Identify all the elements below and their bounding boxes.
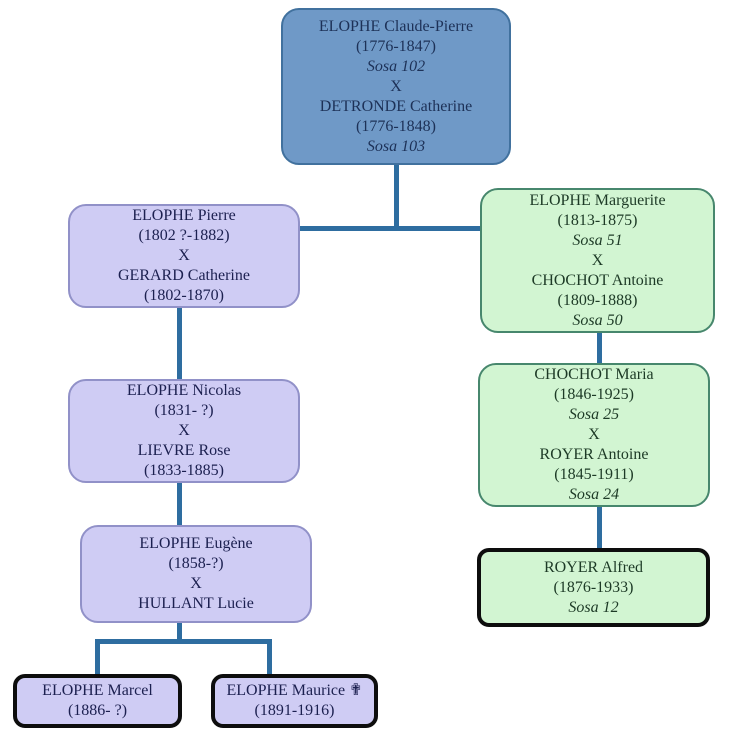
person-node-elophe-marguerite[interactable]: ELOPHE Marguerite (1813-1875) Sosa 51 X … [480, 188, 715, 333]
person-dates: (1845-1911) [554, 466, 634, 483]
person-node-elophe-pierre[interactable]: ELOPHE Pierre (1802 ?-1882) X GERARD Cat… [68, 204, 300, 308]
union-symbol: X [178, 422, 190, 439]
person-dates: (1776-1847) [356, 37, 436, 55]
person-node-elophe-eugene[interactable]: ELOPHE Eugène (1858-?) X HULLANT Lucie [80, 525, 312, 623]
person-dates: (1813-1875) [557, 211, 638, 229]
person-dates: (1809-1888) [557, 291, 638, 309]
person-name: ELOPHE Marguerite [529, 191, 666, 209]
person-name: ELOPHE Eugène [139, 535, 253, 552]
person-dates: (1833-1885) [144, 462, 224, 479]
person-name: ROYER Alfred [543, 558, 644, 576]
connector-line [177, 308, 182, 379]
sosa-number: Sosa 50 [572, 311, 623, 329]
person-dates: (1802-1870) [144, 287, 224, 304]
union-symbol: X [390, 77, 402, 95]
person-node-elophe-claude-pierre[interactable]: ELOPHE Claude-Pierre (1776-1847) Sosa 10… [281, 8, 511, 165]
sosa-number: Sosa 24 [568, 486, 620, 503]
connector-line [300, 226, 480, 231]
person-dates: (1891-1916) [254, 702, 335, 719]
person-name: ELOPHE Maurice ✟ [226, 682, 363, 699]
person-dates: (1776-1848) [356, 117, 436, 135]
person-node-elophe-nicolas[interactable]: ELOPHE Nicolas (1831- ?) X LIEVRE Rose (… [68, 379, 300, 483]
person-name: ELOPHE Pierre [132, 207, 236, 224]
connector-line [394, 165, 399, 231]
connector-line [95, 639, 272, 644]
connector-line [267, 639, 272, 674]
sosa-number: Sosa 25 [568, 406, 620, 423]
connector-line [95, 639, 100, 674]
person-dates: (1846-1925) [554, 386, 634, 403]
person-name: CHOCHOT Antoine [531, 271, 664, 289]
person-node-chochot-maria[interactable]: CHOCHOT Maria (1846-1925) Sosa 25 X ROYE… [478, 363, 710, 507]
person-name: GERARD Catherine [118, 267, 250, 284]
person-name: ELOPHE Claude-Pierre [318, 17, 474, 35]
person-dates: (1886- ?) [67, 702, 128, 719]
sosa-number: Sosa 102 [366, 57, 426, 75]
sosa-number: Sosa 103 [366, 137, 426, 155]
person-node-elophe-marcel[interactable]: ELOPHE Marcel (1886- ?) [13, 674, 182, 728]
connector-line [177, 483, 182, 525]
union-symbol: X [178, 247, 190, 264]
person-name: ELOPHE Marcel [42, 682, 153, 699]
person-name: ELOPHE Nicolas [126, 382, 242, 399]
connector-line [597, 333, 602, 363]
union-symbol: X [190, 575, 202, 592]
person-dates: (1876-1933) [553, 578, 634, 596]
person-node-elophe-maurice[interactable]: ELOPHE Maurice ✟ (1891-1916) [211, 674, 378, 728]
person-name: ROYER Antoine [539, 446, 649, 463]
person-name: HULLANT Lucie [138, 595, 254, 612]
person-dates: (1802 ?-1882) [138, 227, 230, 244]
union-symbol: X [591, 251, 604, 269]
sosa-number: Sosa 12 [568, 598, 619, 616]
union-symbol: X [588, 426, 600, 443]
connector-line [597, 507, 602, 548]
person-dates: (1858-?) [168, 555, 224, 572]
connector-line [177, 623, 182, 644]
person-node-royer-alfred[interactable]: ROYER Alfred (1876-1933) Sosa 12 [477, 548, 710, 627]
sosa-number: Sosa 51 [572, 231, 623, 249]
person-name: CHOCHOT Maria [534, 366, 654, 383]
person-dates: (1831- ?) [154, 402, 214, 419]
person-name: DETRONDE Catherine [319, 97, 473, 115]
person-name: LIEVRE Rose [137, 442, 231, 459]
